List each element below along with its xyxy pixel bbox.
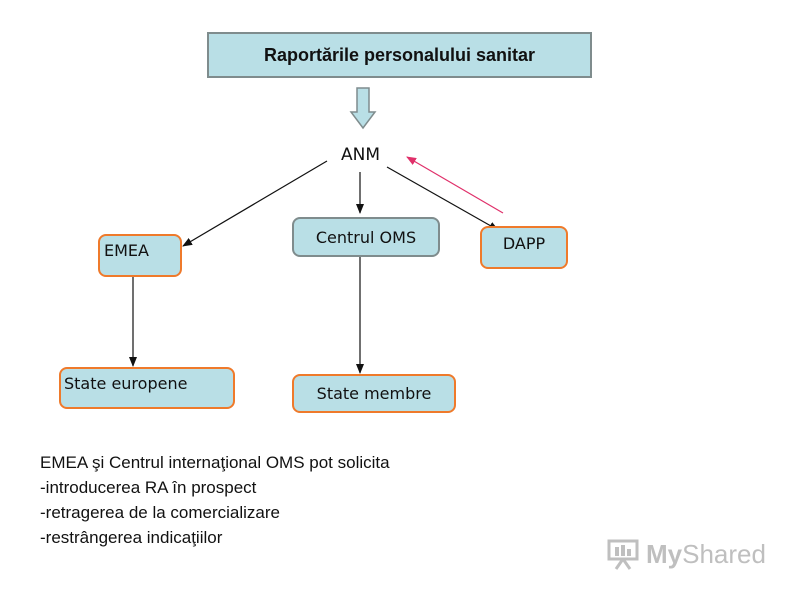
arrow-anm-dapp <box>386 166 499 231</box>
presentation-board-icon <box>607 539 639 570</box>
note-line: -introducerea RA în prospect <box>40 478 257 497</box>
note-line: EMEA şi Centrul internaţional OMS pot so… <box>40 453 390 472</box>
node-dapp: DAPP <box>480 226 568 269</box>
note-line: -restrângerea indicaţiilor <box>40 528 223 547</box>
arrow-dapp-anm-feedback <box>406 156 504 214</box>
node-anm-label: ANM <box>341 145 381 165</box>
title-text: Raportările personalului sanitar <box>263 44 536 65</box>
watermark-shared: Shared <box>682 538 766 569</box>
watermark: MyShared <box>606 538 766 570</box>
node-emea-label: EMEA <box>104 241 149 260</box>
block-arrow-down <box>349 87 377 130</box>
node-state-europene: State europene <box>59 367 235 409</box>
arrow-anm-emea <box>182 160 328 247</box>
notes-block: EMEA şi Centrul internaţional OMS pot so… <box>40 450 390 550</box>
node-centrul-oms-label: Centrul OMS <box>315 227 417 247</box>
node-emea: EMEA <box>98 234 182 277</box>
watermark-my: My <box>646 538 683 569</box>
node-centrul-oms: Centrul OMS <box>292 217 440 257</box>
node-state-membre-label: State membre <box>316 384 432 403</box>
node-dapp-label: DAPP <box>502 234 546 253</box>
node-anm: ANM <box>341 145 380 165</box>
note-line: -retragerea de la comercializare <box>40 503 280 522</box>
node-state-europene-label: State europene <box>64 373 188 393</box>
title-box: Raportările personalului sanitar <box>207 32 592 78</box>
node-state-membre: State membre <box>292 374 456 413</box>
watermark-text: MyShared <box>646 539 766 570</box>
